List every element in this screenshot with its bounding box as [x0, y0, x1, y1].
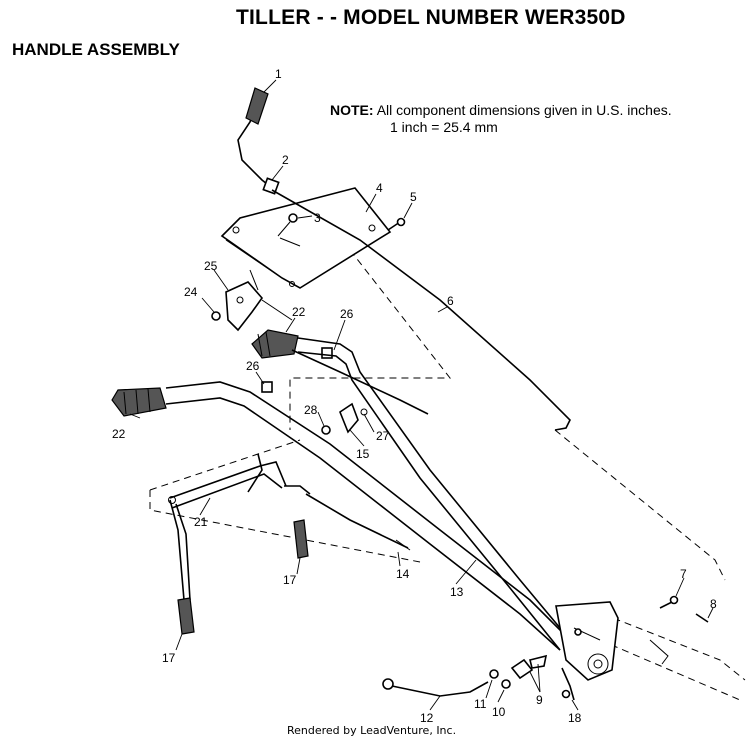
screw-part-5	[387, 217, 406, 231]
control-cable	[291, 349, 429, 415]
assembly-guide-lines	[149, 249, 746, 701]
callout-numbers: 1 2 3 4 5 6 25 24 22 26 26 28 27 15 22 2…	[112, 67, 717, 725]
note-label: NOTE:	[330, 102, 374, 118]
nut-part-28	[321, 425, 331, 435]
spring-part-17-upper	[293, 519, 309, 559]
nut-part-2	[262, 177, 280, 195]
callout-3: 3	[314, 211, 321, 225]
callout-10: 10	[492, 705, 506, 719]
callout-14: 14	[396, 567, 410, 581]
bracket-part-15	[339, 402, 368, 434]
callout-26-lower: 26	[246, 359, 260, 373]
dimension-note: NOTE: All component dimensions given in …	[330, 102, 672, 136]
rod-part-6	[271, 189, 571, 431]
pin-part-8	[649, 613, 709, 665]
render-credit: Rendered by LeadVenture, Inc.	[287, 724, 457, 737]
callout-7: 7	[680, 567, 687, 581]
washer-part-11	[489, 669, 499, 679]
callout-17-lower: 17	[162, 651, 176, 665]
callout-28: 28	[304, 403, 318, 417]
callout-9: 9	[536, 693, 543, 707]
nut-part-26-lower	[261, 381, 273, 393]
control-bail-part-21	[168, 453, 311, 601]
screw-part-7	[659, 595, 679, 609]
callout-17-upper: 17	[283, 573, 297, 587]
callout-24: 24	[184, 285, 198, 299]
callout-13: 13	[450, 585, 464, 599]
nut-part-24	[211, 311, 221, 321]
bolt-part-18	[561, 667, 575, 701]
callout-4: 4	[376, 181, 383, 195]
callout-6: 6	[447, 294, 454, 308]
section-subtitle: HANDLE ASSEMBLY	[12, 40, 180, 59]
shift-bracket-part-25	[225, 269, 293, 332]
nut-part-10	[501, 679, 511, 689]
note-line-1: All component dimensions given in U.S. i…	[376, 102, 672, 118]
panel-part-4	[220, 187, 392, 289]
cable-part-14	[305, 493, 411, 551]
note-line-2: 1 inch = 25.4 mm	[390, 119, 498, 135]
callout-15: 15	[356, 447, 370, 461]
right-hand-grip-part-22	[251, 329, 299, 359]
callout-1: 1	[275, 67, 282, 81]
callout-22-lower: 22	[112, 427, 126, 441]
nut-part-26-upper	[321, 347, 333, 359]
callout-2: 2	[282, 153, 289, 167]
shift-rod-part-1	[237, 87, 273, 189]
right-handle-bar	[297, 337, 571, 651]
callout-11: 11	[474, 697, 487, 711]
spring-part-17-lower	[177, 597, 195, 635]
callout-8: 8	[710, 597, 717, 611]
callout-5: 5	[410, 190, 417, 204]
callout-18: 18	[568, 711, 582, 725]
callout-leader-lines	[129, 79, 714, 711]
left-hand-grip-part-22	[111, 387, 167, 417]
callout-12: 12	[420, 711, 434, 725]
shift-lever-part-12	[382, 678, 489, 697]
callout-25: 25	[204, 259, 218, 273]
handle-bracket-housing	[555, 601, 619, 681]
callout-22-upper: 22	[292, 305, 306, 319]
spacer-part-9	[510, 654, 548, 680]
bolt-part-3	[277, 213, 298, 237]
callout-21: 21	[194, 515, 208, 529]
left-handle-bar-part-13	[165, 381, 571, 651]
callout-27: 27	[376, 429, 390, 443]
callout-26-upper: 26	[340, 307, 354, 321]
page-title: TILLER - - MODEL NUMBER WER350D	[236, 6, 626, 29]
